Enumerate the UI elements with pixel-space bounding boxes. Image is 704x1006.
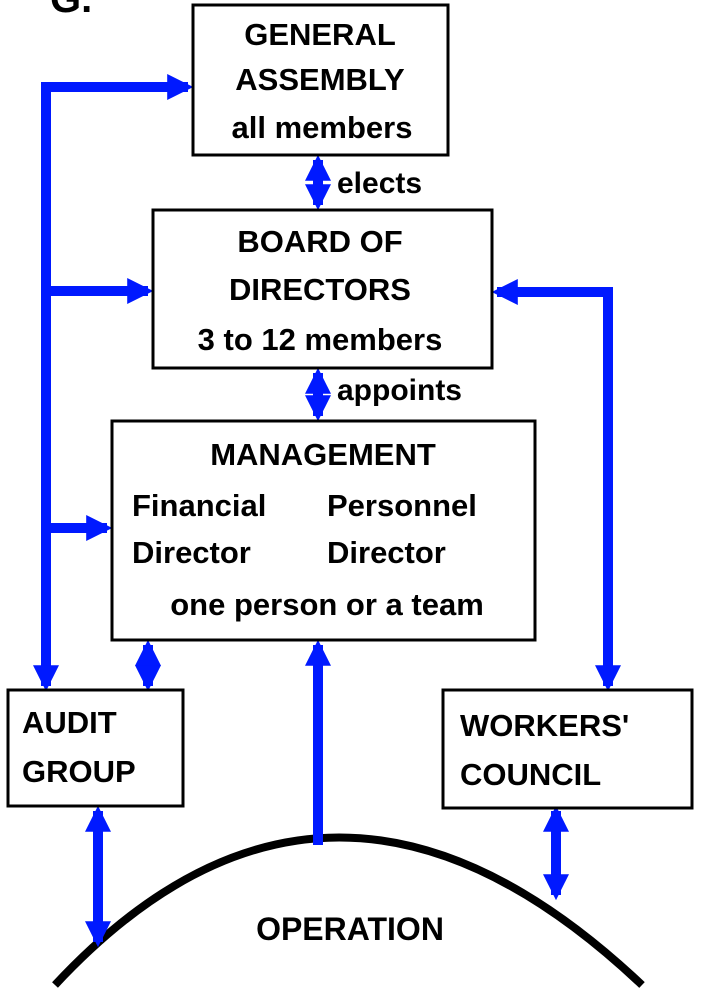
board-line: DIRECTORS: [229, 272, 411, 307]
operation-label: OPERATION: [256, 911, 444, 947]
workers-line: COUNCIL: [460, 757, 601, 792]
financial-director: Financial: [132, 488, 266, 523]
workers-frame: [441, 688, 694, 810]
appoints-label: appoints: [337, 374, 462, 407]
general-assembly-line: ASSEMBLY: [235, 62, 405, 97]
board-members: 3 to 12 members: [198, 322, 443, 357]
board-of-directors-box: BOARD OF DIRECTORS 3 to 12 members: [151, 208, 494, 370]
audit-line: AUDIT: [22, 705, 117, 740]
personnel-director: Personnel: [327, 488, 477, 523]
general-assembly-members: all members: [232, 110, 413, 145]
personnel-director-role: Director: [327, 535, 446, 570]
cut-off-title: G.: [50, 0, 92, 21]
financial-director-role: Director: [132, 535, 251, 570]
audit-frame: [6, 688, 185, 808]
arrow-audit-to-assembly: [33, 74, 194, 692]
audit-line: GROUP: [22, 754, 136, 789]
management-frame: [110, 419, 537, 642]
management-box: MANAGEMENT Financial Director Personnel …: [110, 419, 537, 642]
operation-arc: [52, 833, 645, 988]
board-frame: [151, 208, 494, 370]
general-assembly-box: GENERAL ASSEMBLY all members: [191, 3, 450, 157]
general-assembly-frame: [191, 3, 450, 157]
arrow-board-workers: [491, 279, 621, 692]
board-line: BOARD OF: [237, 224, 402, 259]
management-title: MANAGEMENT: [210, 437, 436, 472]
connectors: [33, 74, 621, 948]
workers-line: WORKERS': [460, 708, 629, 743]
management-note: one person or a team: [170, 587, 484, 622]
workers-council-box: WORKERS' COUNCIL: [441, 688, 694, 810]
audit-group-box: AUDIT GROUP: [6, 688, 185, 808]
elects-label: elects: [337, 167, 422, 200]
general-assembly-line: GENERAL: [244, 17, 396, 52]
